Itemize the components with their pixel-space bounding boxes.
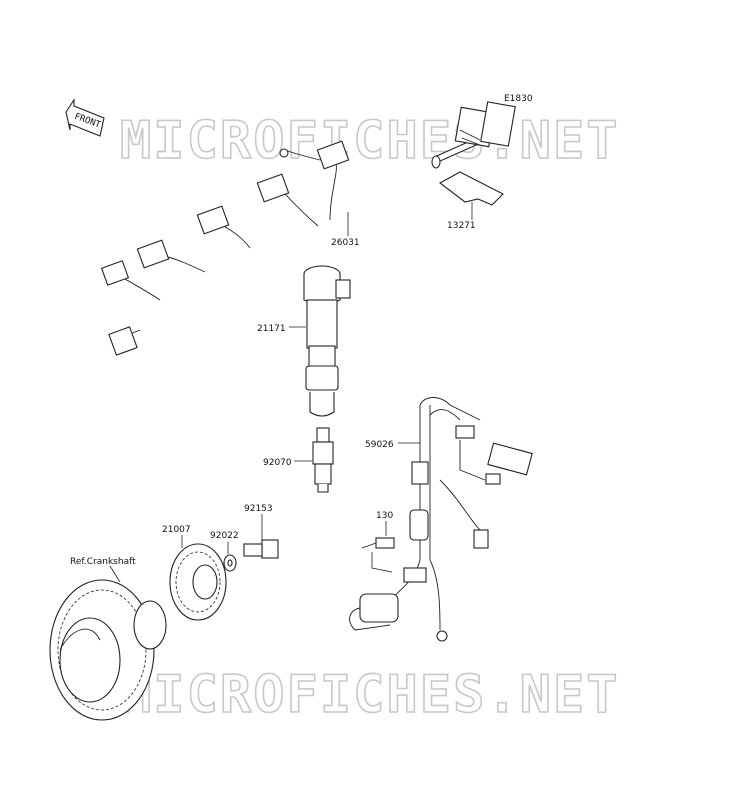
label-crankshaft: Ref.Crankshaft [70, 557, 136, 567]
crankshaft-reference [49, 579, 167, 721]
label-92153: 92153 [244, 504, 273, 514]
spark-plug [312, 427, 334, 493]
timing-rotor [169, 543, 227, 621]
ignition-coil [303, 265, 351, 417]
washer [223, 554, 237, 572]
label-92070: 92070 [263, 458, 292, 468]
label-21007: 21007 [162, 525, 191, 535]
label-130: 130 [376, 511, 393, 521]
sub-harness [349, 397, 533, 642]
watermark-bottom: MICROFICHES.NET [120, 665, 620, 725]
bracket-13271 [438, 171, 504, 206]
front-arrow-icon: FRONT [65, 98, 105, 137]
label-26031: 26031 [331, 238, 360, 248]
watermark-top: MICROFICHES.NET [120, 111, 620, 171]
label-59026: 59026 [365, 440, 394, 450]
rotor-bolt [243, 539, 279, 559]
label-13271: 13271 [447, 221, 476, 231]
diagram-code: E1830 [504, 94, 533, 104]
label-92022: 92022 [210, 531, 239, 541]
bolt-130 [361, 537, 395, 549]
main-harness [100, 101, 516, 356]
label-21171: 21171 [257, 324, 286, 334]
